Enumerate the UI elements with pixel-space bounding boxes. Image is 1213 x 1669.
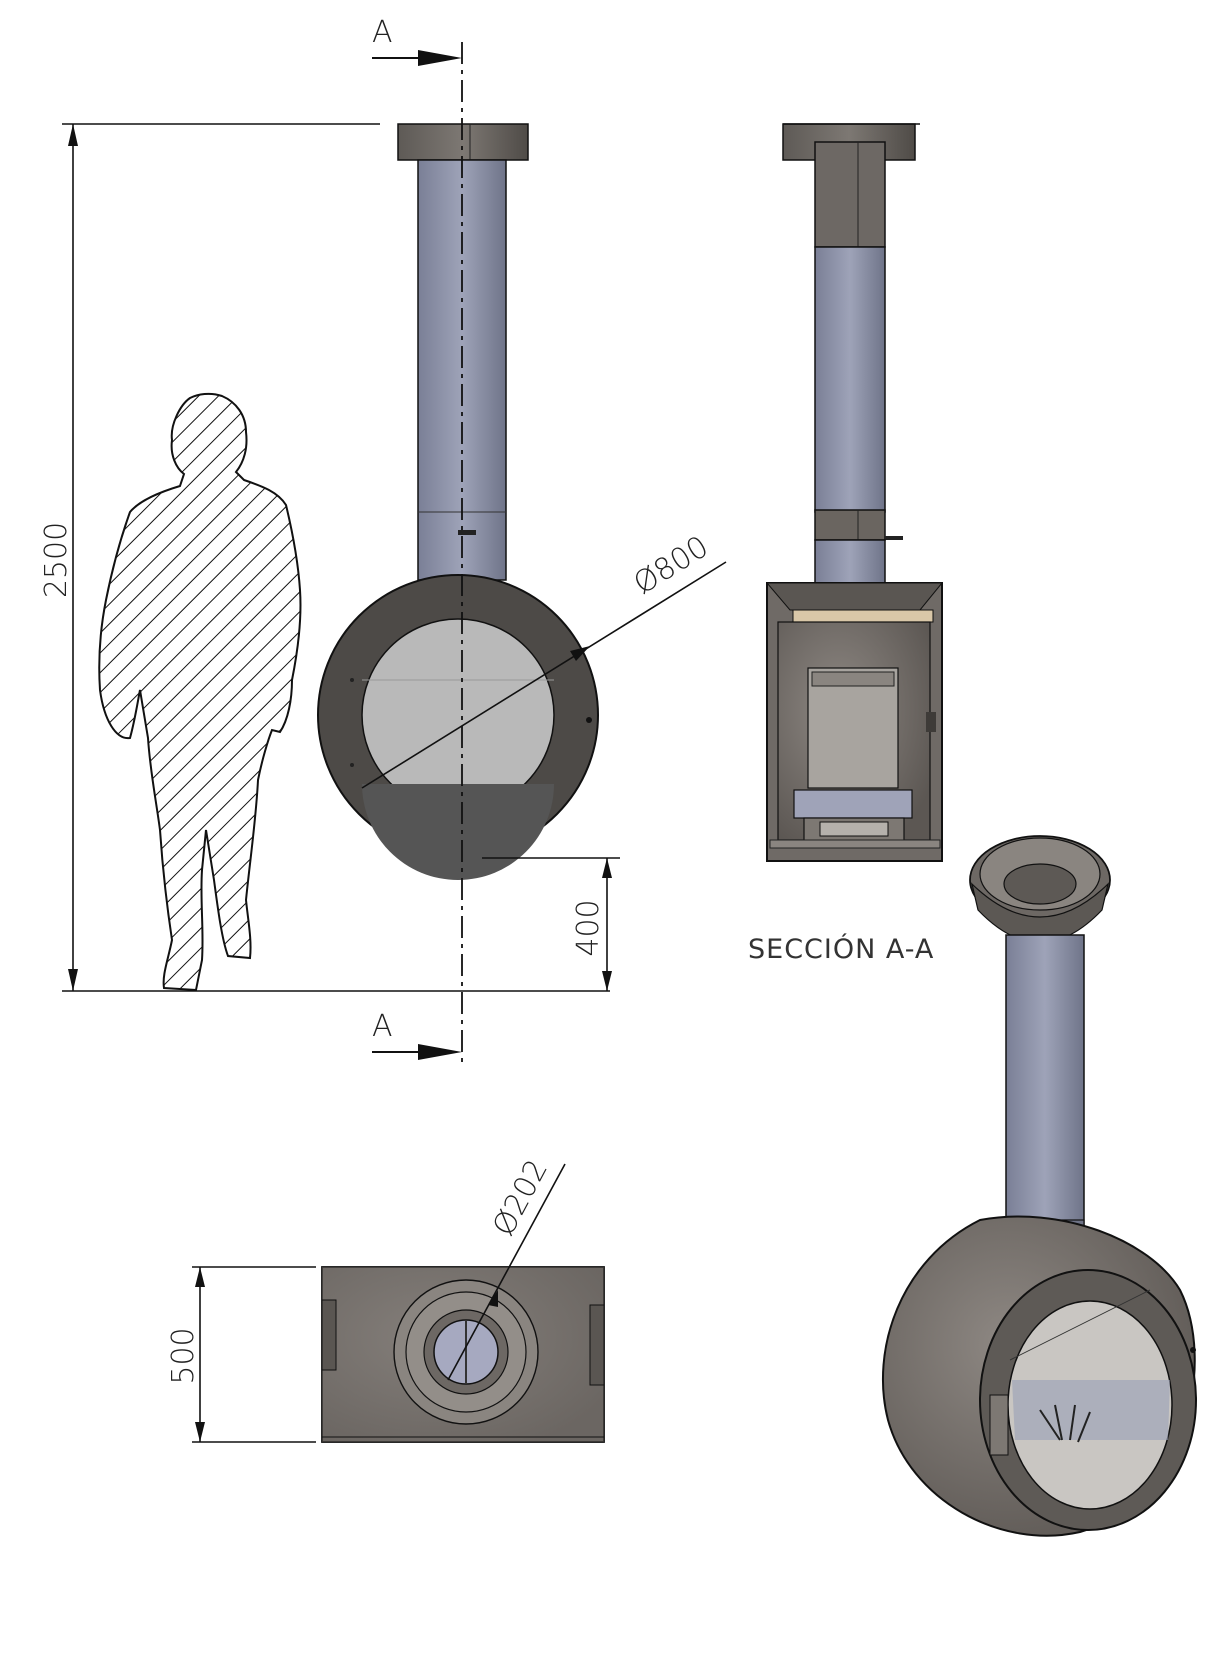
dimension-800-label: Ø800 (628, 529, 715, 602)
section-flue-pipe (814, 246, 886, 513)
section-mark-bottom: A (372, 1009, 393, 1044)
front-view: 2500 Ø800 400 (39, 15, 727, 1068)
section-mark-top: A (372, 15, 393, 50)
dimension-total-height: 2500 (39, 123, 610, 992)
dimension-2500-label: 2500 (39, 522, 74, 598)
dimension-floor-clearance: 400 (482, 857, 620, 991)
dimension-500-label: 500 (166, 1327, 201, 1384)
isometric-view (881, 835, 1197, 1537)
stove-glass (361, 618, 555, 812)
section-arrow-top: A (372, 15, 462, 66)
dimension-400-label: 400 (571, 899, 606, 956)
section-arrow-bottom: A (372, 1009, 462, 1060)
section-view: SECCIÓN A-A (748, 123, 944, 965)
top-view: Ø202 500 (166, 1154, 605, 1443)
iso-fire-logs (1039, 1404, 1091, 1443)
dimension-202-label: Ø202 (486, 1154, 555, 1242)
section-caption: SECCIÓN A-A (748, 933, 934, 965)
person-silhouette (98, 392, 302, 992)
ceiling-collar (397, 123, 529, 161)
iso-flue-pipe (1005, 934, 1085, 1226)
dimension-depth: 500 (166, 1266, 316, 1443)
